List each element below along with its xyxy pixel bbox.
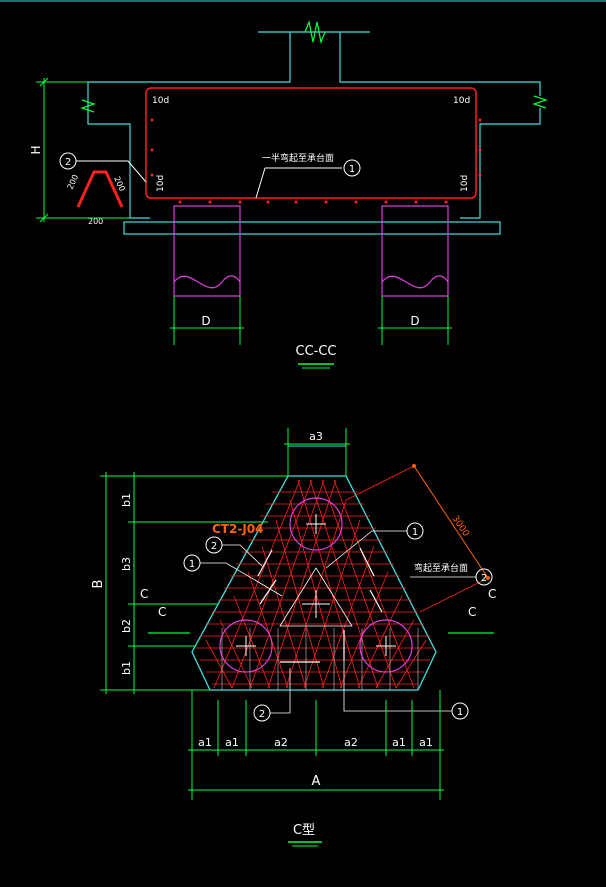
bottom-total-label: A	[312, 774, 321, 789]
plan-pile-left	[219, 619, 273, 673]
rebar-dots	[150, 118, 482, 204]
plan-callout-2-bottom: 2	[259, 709, 265, 720]
label-10d-top-left: 10d	[152, 96, 169, 106]
plan-view: a3 3000 CT2-J04 1 2 1 弯起至承台面 2 2 1 C C	[91, 428, 496, 847]
dim-3000-ext-top	[345, 465, 415, 501]
cap-left-side	[87, 104, 150, 219]
cut-left-a: C	[140, 587, 148, 601]
bend-note: 弯起至承台面	[414, 562, 468, 574]
section-title: CC-CC	[296, 344, 337, 359]
bottom-dim-4: a1	[392, 736, 406, 749]
dim-3000-ext-bottom	[419, 577, 489, 613]
left-b3: b3	[120, 557, 133, 571]
cut-left-b: C	[158, 605, 166, 619]
plan-callout-1-left: 1	[189, 559, 195, 570]
cap-tag: CT2-J04	[212, 522, 264, 536]
height-label: H	[29, 145, 43, 154]
pile-right-dim-label: D	[410, 314, 419, 328]
left-total-label: B	[91, 580, 106, 589]
pile-right-break	[381, 275, 449, 289]
plan-callout-1-right-leader	[325, 530, 407, 569]
section-note: 一半弯起至承台面	[262, 152, 334, 164]
pile-left-break	[173, 275, 241, 289]
plan-callout-2-right-circle	[475, 568, 493, 586]
plan-callout-1-left-leader	[200, 562, 283, 597]
pile-center-crosses	[236, 514, 396, 656]
stirrup-shape	[76, 170, 124, 208]
callout-circle-1	[343, 159, 361, 177]
label-10d-bottom-right: 10d	[460, 175, 470, 192]
h-dim-tick-bottom	[39, 213, 49, 223]
callout-1-text: 1	[349, 164, 355, 175]
h-dim-tick-top	[39, 77, 49, 87]
column-outline-left	[87, 31, 291, 104]
bottom-dim-0: a1	[198, 736, 212, 749]
pile-left	[173, 205, 241, 297]
label-10d-top-right: 10d	[453, 96, 470, 106]
break-symbol-top	[304, 19, 326, 45]
left-b1-top: b1	[120, 493, 133, 507]
plan-callout-2-left: 2	[211, 541, 217, 552]
dim-3000-end-bottom	[486, 576, 490, 580]
rebar-mesh	[196, 479, 434, 689]
bottom-dim-2: a2	[274, 736, 288, 749]
dim-3000-line	[413, 465, 489, 579]
cap-rebar-outline	[145, 87, 477, 199]
label-10d-bottom-left: 10d	[156, 175, 166, 192]
plan-callout-2-bottom-leader	[270, 668, 291, 714]
bottom-dim-1: a1	[225, 736, 239, 749]
callout-2-text: 2	[65, 157, 71, 168]
column-outline-right	[339, 32, 541, 96]
mesh-markers	[257, 547, 383, 663]
left-b2: b2	[120, 619, 133, 633]
bottom-dim-3: a2	[344, 736, 358, 749]
plan-title: C型	[293, 823, 315, 838]
dim-200-bottom: 200	[88, 217, 103, 226]
section-view: 10d 10d 10d 10d 一半弯起至承台面 1 2 200 200 200…	[29, 19, 548, 369]
plan-pile-top	[289, 497, 343, 551]
dim-3000-end-top	[412, 464, 416, 468]
bottom-dim-lines	[188, 690, 444, 800]
plan-pile-right	[359, 619, 413, 673]
callout-2-leader	[76, 160, 147, 183]
cushion-layer	[123, 221, 501, 235]
break-symbol-right	[532, 95, 548, 109]
cut-right-b: C	[468, 605, 476, 619]
a3-label: a3	[309, 430, 323, 443]
break-symbol-left	[80, 99, 96, 113]
bottom-dim-5: a1	[419, 736, 433, 749]
plan-callout-2-left-leader	[222, 544, 263, 567]
cut-right-a: C	[488, 587, 496, 601]
pile-right	[381, 205, 449, 297]
plan-callout-1-bottom-leader	[343, 660, 452, 712]
bottom-band-grid	[221, 628, 419, 690]
cap-right-side	[460, 108, 541, 219]
inner-triangle	[279, 567, 353, 627]
plan-callout-1-bottom: 1	[457, 707, 463, 718]
plan-callout-2-right: 2	[481, 573, 487, 584]
left-b1-bottom: b1	[120, 661, 133, 675]
pile-left-dim-label: D	[201, 314, 210, 328]
note-leader	[255, 167, 266, 199]
plan-callout-1-right: 1	[412, 527, 418, 538]
